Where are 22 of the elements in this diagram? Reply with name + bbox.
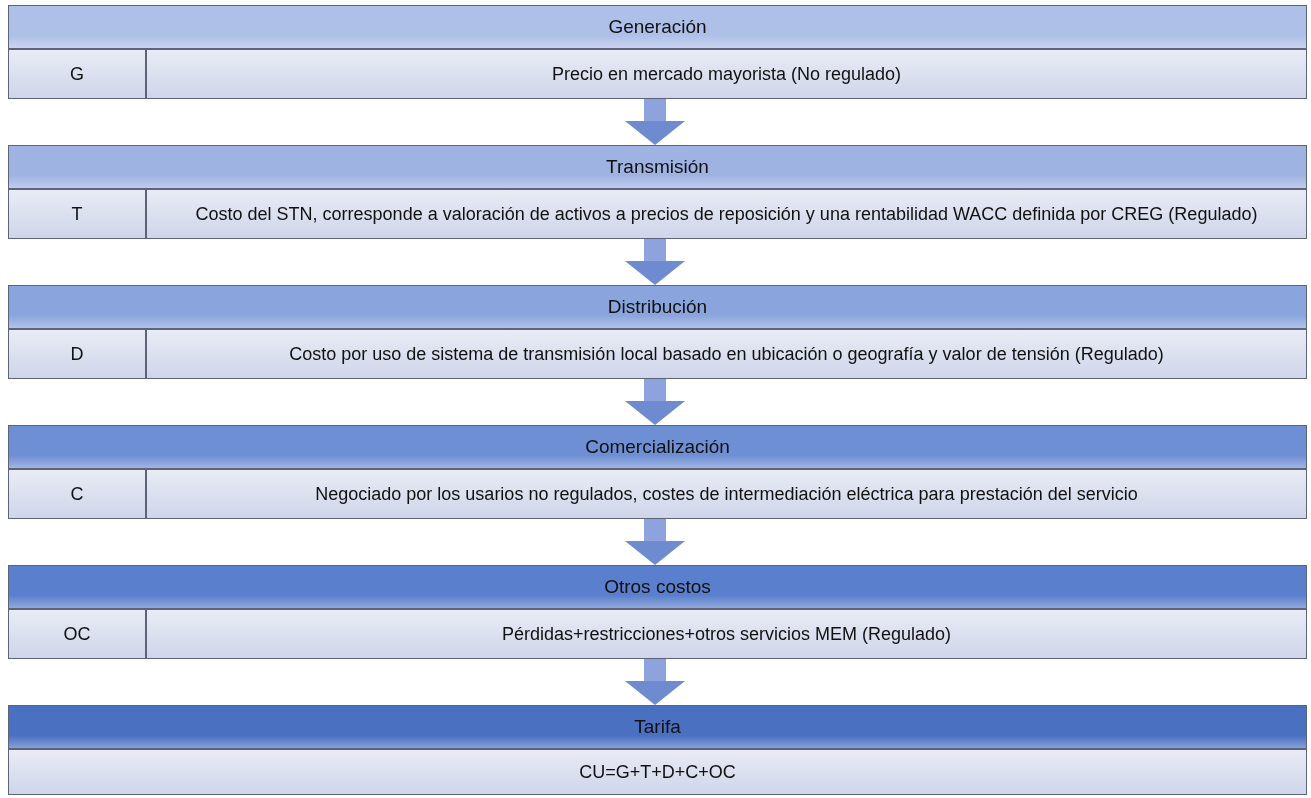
stage-header-band: Transmisión: [8, 145, 1307, 189]
stage-header-band: Tarifa: [8, 705, 1307, 749]
code-box: T: [8, 189, 146, 239]
block-arrow: [625, 239, 685, 285]
code-box: D: [8, 329, 146, 379]
block-arrow: [625, 519, 685, 565]
block-arrow: [625, 379, 685, 425]
description-box: Pérdidas+restricciones+otros servicios MEM (Regulado): [146, 609, 1307, 659]
block-arrow: [625, 659, 685, 705]
code-box: C: [8, 469, 146, 519]
description-box: CU=G+T+D+C+OC: [8, 749, 1307, 795]
description-box: Costo del STN, corresponde a valoración de activos a precios de reposición y una rentabilidad WACC definida por CREG (Regulado): [146, 189, 1307, 239]
code-box: G: [8, 49, 146, 99]
description-box: Costo por uso de sistema de transmisión local basado en ubicación o geografía y valor de tensión (Regulado): [146, 329, 1307, 379]
stage-header-band: Comercialización: [8, 425, 1307, 469]
code-box: OC: [8, 609, 146, 659]
stage-header-band: Distribución: [8, 285, 1307, 329]
block-arrow: [625, 99, 685, 145]
description-box: Negociado por los usarios no regulados, costes de intermediación eléctrica para prestación del servicio: [146, 469, 1307, 519]
description-box: Precio en mercado mayorista (No regulado): [146, 49, 1307, 99]
stage-header-band: Otros costos: [8, 565, 1307, 609]
stage-header-band: Generación: [8, 5, 1307, 49]
